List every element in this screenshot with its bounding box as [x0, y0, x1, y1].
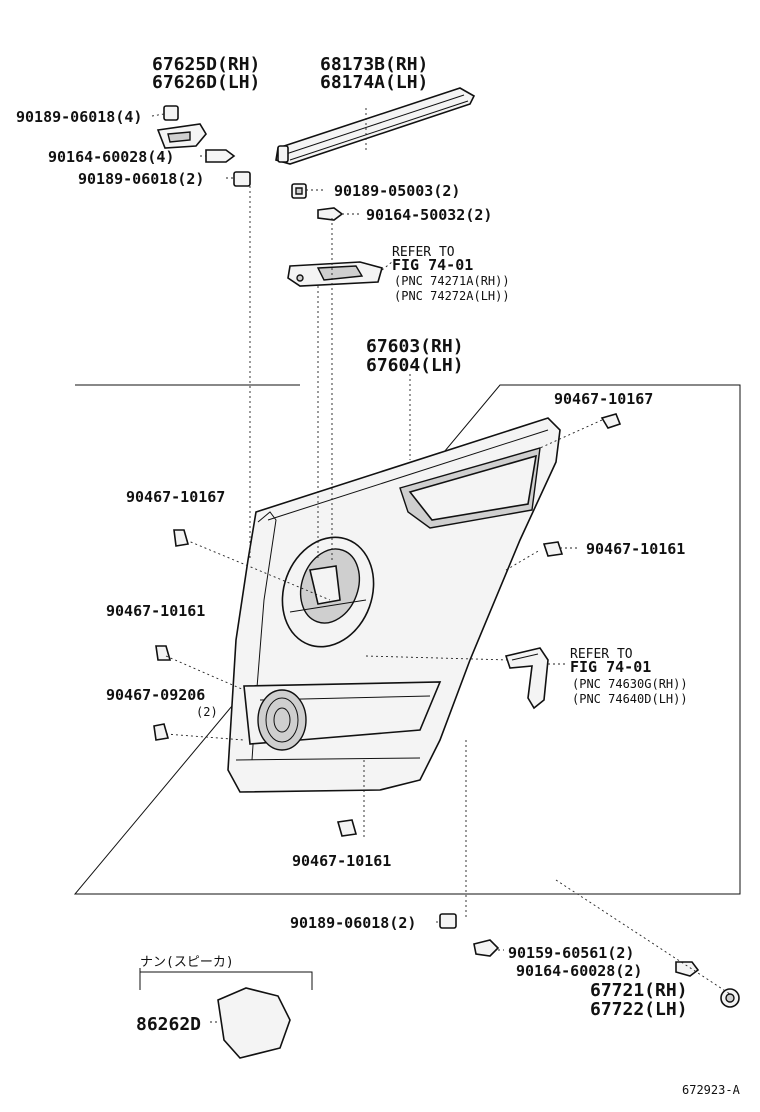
- figure-code: 672923-A: [682, 1083, 741, 1097]
- bracket-67625d: [156, 105, 251, 187]
- speaker-bracket-86262d: [139, 968, 313, 1059]
- label-68174a: 68174A(LH): [320, 72, 428, 93]
- cap-67721: [720, 988, 740, 1008]
- label-67604: 67604(LH): [366, 355, 464, 376]
- door-trim-panel-67603: [227, 417, 561, 793]
- screw-90164-50032: [317, 207, 344, 221]
- label-67625d: 67625D(RH): [152, 54, 260, 75]
- label-refer-1-lh: (PNC 74272A(LH)): [394, 289, 510, 303]
- label-clip-d: 90189-06018(2): [290, 914, 416, 932]
- label-67722: 67722(LH): [590, 999, 688, 1020]
- leader-lines: [151, 108, 731, 1023]
- label-clip-5-qty: (2): [196, 705, 218, 719]
- label-clip-a: 90189-06018(4): [16, 108, 142, 126]
- belt-moulding-68173b: [275, 87, 476, 165]
- label-clip-4: 90467-10161: [106, 602, 205, 620]
- label-refer-2-fig: FIG 74-01: [570, 658, 651, 676]
- label-68173b: 68173B(RH): [320, 54, 428, 75]
- clip-90467-09206: [153, 723, 170, 741]
- screw-90159-60561: [473, 939, 500, 957]
- label-refer-2-rh: (PNC 74630G(RH)): [572, 677, 688, 691]
- label-clip-3: 90467-10161: [586, 540, 685, 558]
- label-clip-5: 90467-09206: [106, 686, 205, 704]
- label-clip-b: 90189-06018(2): [78, 170, 204, 188]
- switch-base: [287, 261, 383, 287]
- label-clip-6: 90467-10161: [292, 852, 391, 870]
- label-clip-2: 90467-10167: [126, 488, 225, 506]
- clip-90467-10167-upper: [600, 413, 622, 429]
- label-refer-2-title: REFER TO: [570, 647, 633, 662]
- label-67603: 67603(RH): [366, 336, 464, 357]
- label-refer-1-rh: (PNC 74271A(RH)): [394, 274, 510, 288]
- label-screw-a: 90164-60028(4): [48, 148, 174, 166]
- label-86262d: 86262D: [136, 1014, 201, 1035]
- label-refer-2-lh: (PNC 74640D(LH)): [572, 692, 688, 706]
- label-clip-c: 90189-05003(2): [334, 182, 460, 200]
- label-speaker-note: ナン(スピーカ): [140, 955, 234, 970]
- label-clip-1: 90467-10167: [554, 390, 653, 408]
- clip-90189-05003: [291, 183, 307, 199]
- label-screw-d: 90159-60561(2): [508, 944, 634, 962]
- clip-90467-10161-left: [155, 645, 172, 661]
- label-67721: 67721(RH): [590, 980, 688, 1001]
- clip-90189-06018-lower: [439, 913, 457, 929]
- screw-90164-60028-lower: [675, 961, 700, 977]
- pull-handle: [504, 647, 549, 710]
- label-refer-1-fig: FIG 74-01: [392, 256, 473, 274]
- label-67626d: 67626D(LH): [152, 72, 260, 93]
- assembly-frame: [73, 384, 741, 895]
- clip-90467-10161-bottom: [336, 819, 358, 837]
- clip-90467-10167-left: [173, 529, 190, 547]
- label-screw-c: 90164-50032(2): [366, 206, 492, 224]
- label-screw-e: 90164-60028(2): [516, 962, 642, 980]
- clip-90467-10161-right: [542, 541, 564, 557]
- label-refer-1-title: REFER TO: [392, 245, 455, 260]
